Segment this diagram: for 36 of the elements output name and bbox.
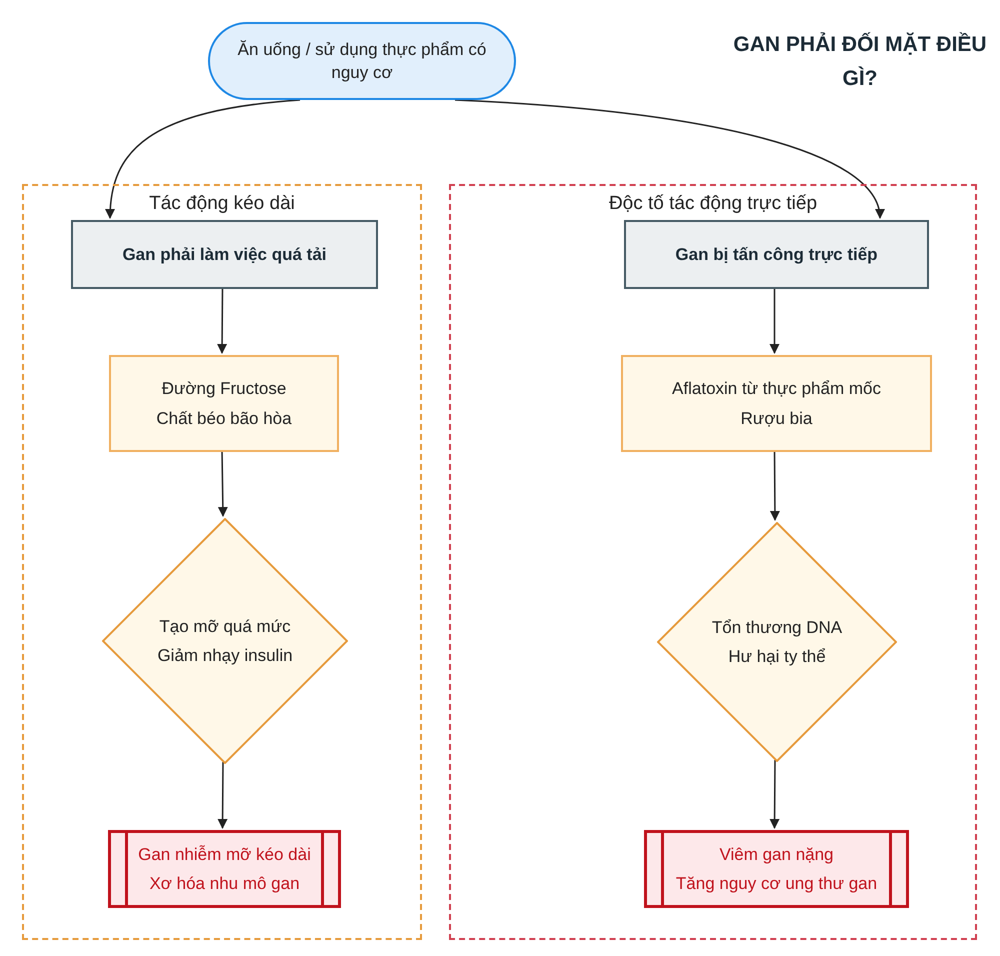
node-text: Rượu bia [740, 408, 812, 430]
group-heading: Độc tố tác động trực tiếp [608, 192, 818, 216]
process-box [624, 220, 929, 289]
node-text: Xơ hóa nhu mô gan [149, 873, 300, 895]
decision-diamond [102, 518, 348, 764]
arrow [770, 287, 780, 354]
node-text: Gan phải làm việc quá tải [122, 244, 327, 266]
node-text: Chất béo bão hòa [156, 408, 292, 430]
node-text: Viêm gan nặng [719, 844, 834, 866]
node-text: Tổn thương DNA [712, 616, 842, 638]
subprocess-box [644, 830, 909, 908]
subprocess-box [108, 830, 341, 908]
node-text: Tăng nguy cơ ung thư gan [676, 873, 878, 895]
node-text: Aflatoxin từ thực phẩm mốc [672, 378, 881, 400]
arrow [105, 99, 300, 219]
group-frame [22, 184, 422, 940]
arrow [217, 287, 228, 354]
arrow [770, 760, 780, 829]
node-text: Tạo mỡ quá mức [159, 616, 291, 638]
node-text: Gan bị tấn công trực tiếp [675, 244, 878, 266]
node-text: Hư hại ty thể [728, 646, 826, 668]
node-text: Đường Fructose [162, 378, 286, 400]
node-text: Giảm nhạy insulin [157, 645, 293, 667]
node-text: Ăn uống / sử dụng thực phẩm có nguy cơ [236, 38, 488, 84]
group-heading: Tác động kéo dài [149, 192, 295, 216]
process-box [621, 355, 932, 452]
process-box [109, 355, 339, 452]
arrow [454, 99, 883, 219]
arrow [218, 450, 228, 517]
node-text: Gan nhiễm mỡ kéo dài [138, 844, 311, 866]
group-frame [449, 184, 977, 940]
arrow [218, 762, 228, 829]
diagram-title: GAN PHẢI ĐỐI MẶT ĐIỀU GÌ? [733, 33, 987, 90]
process-box [71, 220, 378, 289]
arrow [770, 450, 780, 521]
decision-diamond [657, 522, 897, 762]
